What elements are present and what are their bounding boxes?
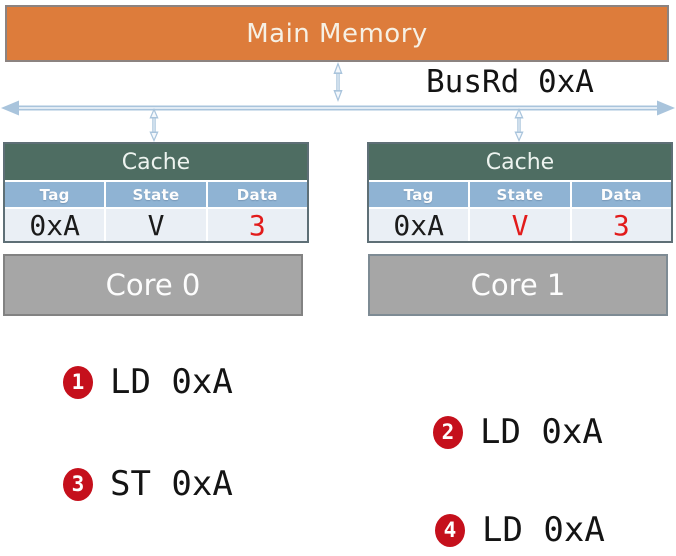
cache1-header-data: Data (571, 182, 671, 207)
operation-3-badge: 3 (63, 467, 93, 501)
cache0-header-state: State (106, 182, 206, 207)
operation-1: 1 LD 0xA (63, 362, 233, 402)
cache1-header-row: Tag State Data (369, 182, 671, 207)
cache0-title: Cache (5, 144, 307, 180)
cache1-data-value: 3 (571, 209, 671, 242)
core1-box: Core 1 (368, 254, 668, 316)
operation-1-label: LD 0xA (110, 362, 233, 402)
bus-cache1-arrow-icon (514, 108, 524, 142)
core1-label: Core 1 (470, 268, 566, 302)
core0-box: Core 0 (3, 254, 303, 316)
cache0-header-tag: Tag (5, 182, 105, 207)
operation-1-badge: 1 (63, 365, 93, 399)
operation-4-badge: 4 (435, 513, 465, 547)
operation-4-label: LD 0xA (482, 510, 605, 550)
core0-label: Core 0 (105, 268, 201, 302)
operation-3-label: ST 0xA (110, 464, 233, 504)
memory-bus-arrow-icon (333, 62, 343, 102)
main-memory-box: Main Memory (5, 5, 669, 62)
main-memory-label: Main Memory (246, 18, 428, 49)
cache0-data-value: 3 (207, 209, 307, 242)
cache0-tag-value: 0xA (5, 209, 105, 242)
cache1-header-state: State (470, 182, 570, 207)
cache0-table: Cache Tag State Data 0xA V 3 (3, 142, 309, 243)
cache1-title: Cache (369, 144, 671, 180)
operation-4: 4 LD 0xA (435, 510, 605, 550)
cache1-state-value: V (470, 209, 570, 242)
cache1-table: Cache Tag State Data 0xA V 3 (367, 142, 673, 243)
cache1-value-row: 0xA V 3 (369, 209, 671, 242)
bus-cache0-arrow-icon (149, 108, 159, 142)
cache0-header-data: Data (207, 182, 307, 207)
cache0-header-row: Tag State Data (5, 182, 307, 207)
cache0-value-row: 0xA V 3 (5, 209, 307, 242)
operation-2: 2 LD 0xA (433, 412, 603, 452)
cache1-header-tag: Tag (369, 182, 469, 207)
cache1-tag-value: 0xA (369, 209, 469, 242)
operation-3: 3 ST 0xA (63, 464, 233, 504)
bus-transaction-label: BusRd 0xA (426, 64, 594, 100)
cache0-state-value: V (106, 209, 206, 242)
bus-arrow-icon (1, 100, 675, 116)
operation-2-badge: 2 (433, 415, 463, 449)
operation-2-label: LD 0xA (480, 412, 603, 452)
